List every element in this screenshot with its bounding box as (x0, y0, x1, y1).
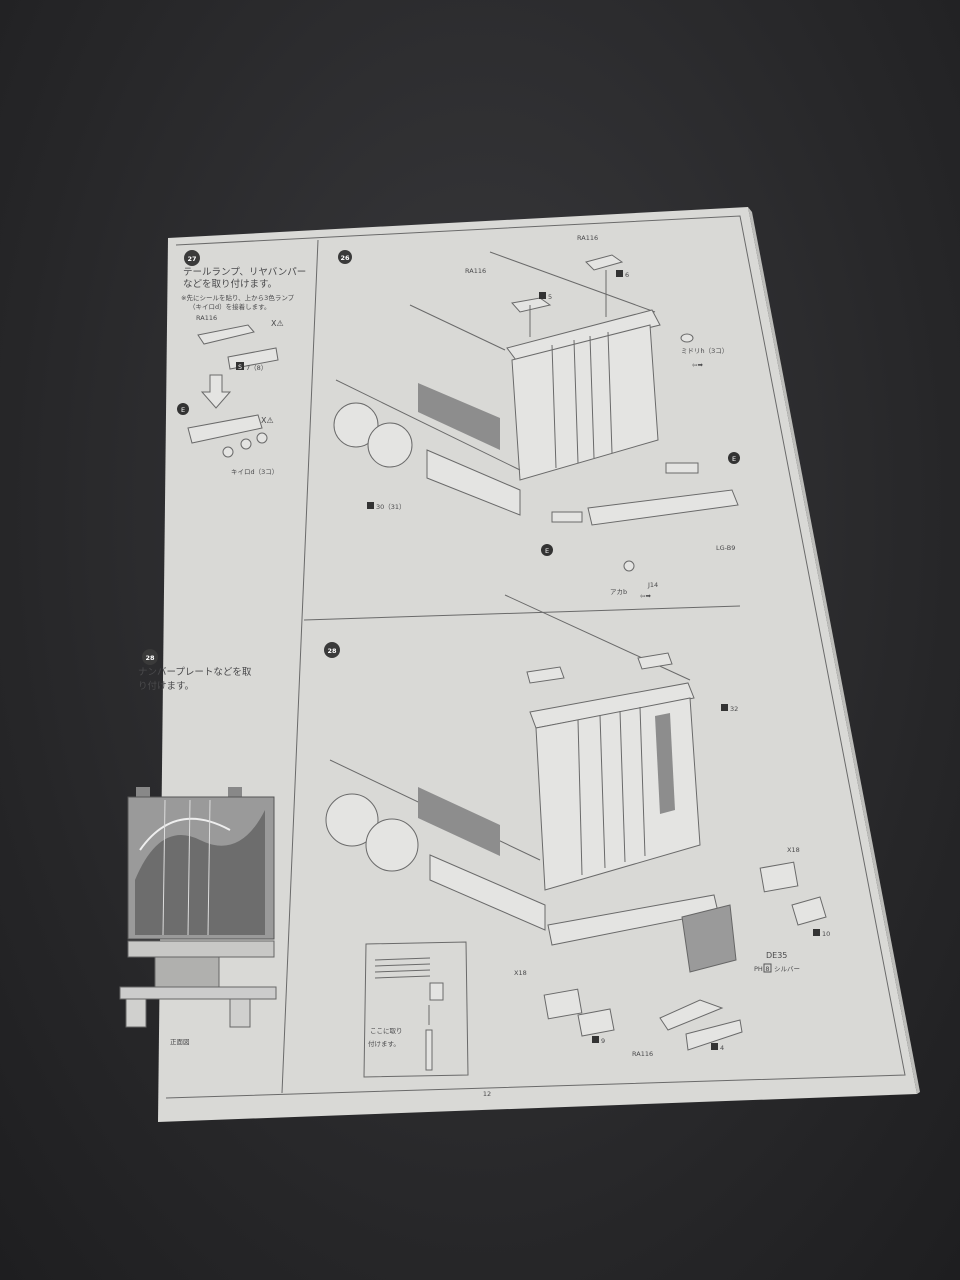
paint-code: PH (754, 965, 763, 973)
part-label: RA116 (196, 314, 217, 322)
sticker-icon (721, 704, 728, 711)
part-label: キイロd（3コ） (231, 468, 278, 476)
part-label: RA116 (632, 1050, 653, 1058)
sticker-icon (367, 502, 374, 509)
sticker-icon (616, 270, 623, 277)
front-view-caption: 正面図 (170, 1038, 190, 1046)
part-label: RA116 (577, 234, 598, 242)
lamp-e-right (665, 462, 699, 474)
step-title: ナンバープレートなどを取 (138, 667, 252, 678)
ra116-part-right (585, 254, 624, 271)
sticker-icon (592, 1036, 599, 1043)
sticker-label: 30（31） (376, 503, 406, 511)
step-27-panel: 27 テールランプ、リヤバンパー などを取り付けます。 ※先にシールを貼り、上か… (177, 250, 306, 476)
inset-note: 付けます。 (368, 1039, 400, 1048)
rear-bumper-part (587, 489, 739, 526)
row-divider (303, 605, 741, 621)
step-28-panel: 28 32 X18 10 DE35 PH (324, 594, 830, 1078)
sticker-label: 10 (822, 930, 830, 938)
trailer-rear-assembled-diagram (325, 594, 827, 1051)
part-label: X18 (787, 846, 800, 854)
sticker-icon (711, 1043, 718, 1050)
step-note: ※先にシールを貼り、上から3色ランプ (181, 293, 295, 302)
step-title: などを取り付けます。 (183, 279, 277, 290)
part-label: J14 (647, 581, 658, 589)
step-26-panel: 26 RA116 RA116 5 6 ミドリh（3コ） ⇦➡ (333, 234, 740, 600)
ra116-part-left (511, 297, 552, 313)
sticker-label: 6 (625, 271, 629, 279)
step-number: 28 (327, 647, 337, 655)
sticker-label: 7（8） (246, 364, 267, 372)
part-label: LG-B9 (716, 544, 735, 552)
sticker-label: 9 (601, 1037, 605, 1045)
warning-label: X⚠ (261, 416, 274, 425)
part-label: アカb (610, 588, 627, 596)
sticker-icon (813, 929, 820, 936)
page-frame (165, 215, 906, 1099)
sticker-label: 4 (720, 1044, 724, 1052)
svg-text:S: S (238, 364, 242, 371)
lamp-part (197, 324, 255, 345)
sticker-label: 5 (548, 293, 552, 301)
part-tree-e-badge (177, 403, 189, 415)
svg-text:E: E (545, 547, 549, 555)
step-number: 26 (340, 254, 350, 262)
double-arrow-icon: ⇦➡ (640, 592, 651, 600)
step-title: テールランプ、リヤバンパー (183, 267, 306, 278)
arrow-down-icon (200, 374, 232, 409)
step-title: り付けます。 (138, 681, 194, 692)
sticker-icon (236, 362, 244, 370)
svg-text:E: E (181, 406, 185, 414)
part-label: X18 (514, 969, 527, 977)
part-label: RA116 (465, 267, 486, 275)
sticker-label: 32 (730, 705, 738, 713)
svg-text:E: E (732, 455, 736, 463)
paint-label: シルバー (774, 965, 800, 973)
lamp-assembly (187, 414, 263, 444)
column-divider (281, 239, 319, 1094)
detail-inset (363, 941, 469, 1078)
svg-text:8: 8 (765, 965, 769, 973)
warning-label: X⚠ (271, 319, 284, 328)
part-label: DE35 (766, 951, 787, 960)
inset-note: ここに取り (370, 1027, 403, 1035)
page-number: 12 (483, 1090, 491, 1098)
step-28-text-panel: 28 ナンバープレートなどを取 り付けます。 正面図 (119, 649, 277, 1046)
trailer-rear-diagram (333, 251, 739, 526)
double-arrow-icon: ⇦➡ (692, 361, 703, 369)
license-plate-de35 (681, 904, 737, 973)
step-note: （キイロd）を接着します。 (189, 302, 270, 311)
front-view-illustration (119, 787, 277, 1028)
x18-frame-right (759, 861, 799, 893)
step-number: 28 (145, 654, 155, 662)
step-number: 27 (187, 255, 196, 263)
lamp-e-left (551, 511, 583, 523)
step-number-badge (184, 250, 200, 266)
part-label: ミドリh（3コ） (681, 347, 728, 355)
x18-frame-left (543, 988, 583, 1020)
sticker-icon (539, 292, 546, 299)
